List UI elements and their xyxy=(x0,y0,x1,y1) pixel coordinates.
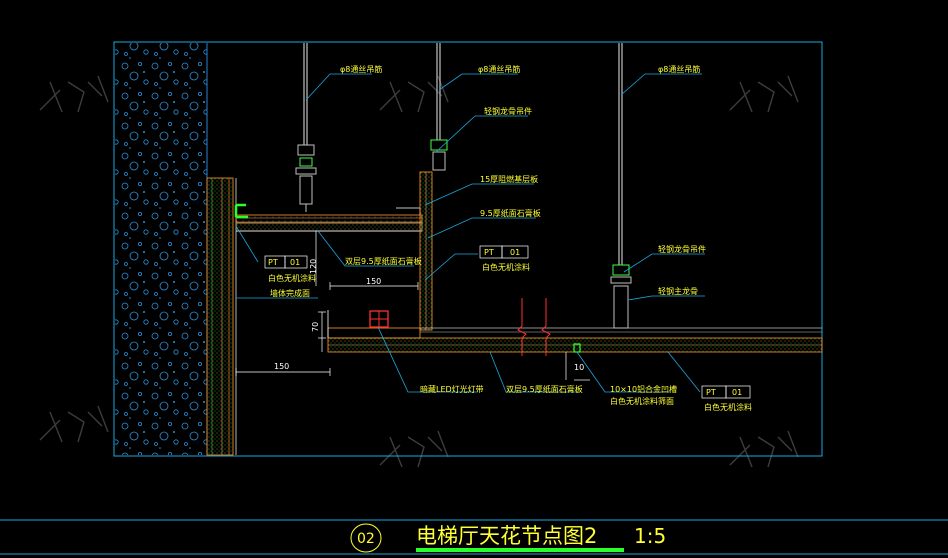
pt-tag-2: PT 01 白色无机涂料 xyxy=(479,245,530,272)
pt-tag-3-code: PT xyxy=(706,388,716,397)
label-rod-3: φ8通丝吊筋 xyxy=(658,64,700,74)
dim-70: 70 xyxy=(311,322,320,332)
hanger-rods xyxy=(303,43,623,265)
label-groove-line2: 白色无机涂料筛面 xyxy=(610,396,674,406)
pt-tag-3-num: 01 xyxy=(732,388,742,397)
label-gypsum-single: 9.5厚纸面石膏板 xyxy=(480,208,541,218)
pt-tag-1-num: 01 xyxy=(290,258,300,267)
upper-gypsum-board xyxy=(235,222,423,232)
pt-tag-1-code: PT xyxy=(268,258,278,267)
title-number: 02 xyxy=(357,531,375,547)
dim-120: 120 xyxy=(309,259,318,274)
hanger-clip-right xyxy=(610,264,632,329)
label-main-keel: 轻钢主龙骨 xyxy=(658,286,698,296)
pt-tag-1: PT 01 白色无机涂料 xyxy=(264,255,316,283)
label-gypsum-double-upper: 双层9.5厚纸面石膏板 xyxy=(345,256,422,266)
hanger-clip-middle xyxy=(430,139,448,171)
dim-10: 10 xyxy=(574,363,584,372)
hanger-clip-left xyxy=(295,144,317,212)
pt-tag-2-code: PT xyxy=(484,248,494,257)
pt-tag-2-num: 01 xyxy=(510,248,520,257)
upper-plywood-board xyxy=(235,214,423,224)
dimension-lines xyxy=(235,231,590,381)
watermark-group xyxy=(39,75,799,468)
dim-150-bottom: 150 xyxy=(274,362,289,371)
label-keel-hanger-2: 轻钢龙骨吊件 xyxy=(658,244,706,254)
pt-tag-3: PT 01 白色无机涂料 xyxy=(701,385,752,412)
break-line-symbol xyxy=(517,298,551,356)
pt-tag-2-desc: 白色无机涂料 xyxy=(482,262,530,272)
label-rod-1: φ8通丝吊筋 xyxy=(340,64,382,74)
concrete-wall xyxy=(115,43,207,455)
label-rod-2: φ8通丝吊筋 xyxy=(478,64,520,74)
pt-tag-1-desc: 白色无机涂料 xyxy=(268,273,316,283)
label-wall-finish: 墙体完成面 xyxy=(270,288,310,298)
viewport-frame xyxy=(113,41,823,457)
label-gypsum-double-lower: 双层9.5厚纸面石膏板 xyxy=(506,384,583,394)
dim-150-top: 150 xyxy=(366,277,381,286)
title-scale: 1:5 xyxy=(634,524,666,548)
pt-tag-3-desc: 白色无机涂料 xyxy=(704,402,752,412)
leader-lines xyxy=(235,73,705,393)
wall-finish-layer xyxy=(206,177,234,456)
label-led-strip: 暗藏LED灯光灯带 xyxy=(420,384,484,394)
label-plywood: 15厚阻燃基层板 xyxy=(480,174,538,184)
label-groove-line1: 10×10铝合金凹槽 xyxy=(610,384,677,394)
title-name: 电梯厅天花节点图2 xyxy=(416,524,597,548)
title-number-circle xyxy=(350,523,382,553)
label-keel-hanger-1: 轻钢龙骨吊件 xyxy=(484,106,532,116)
